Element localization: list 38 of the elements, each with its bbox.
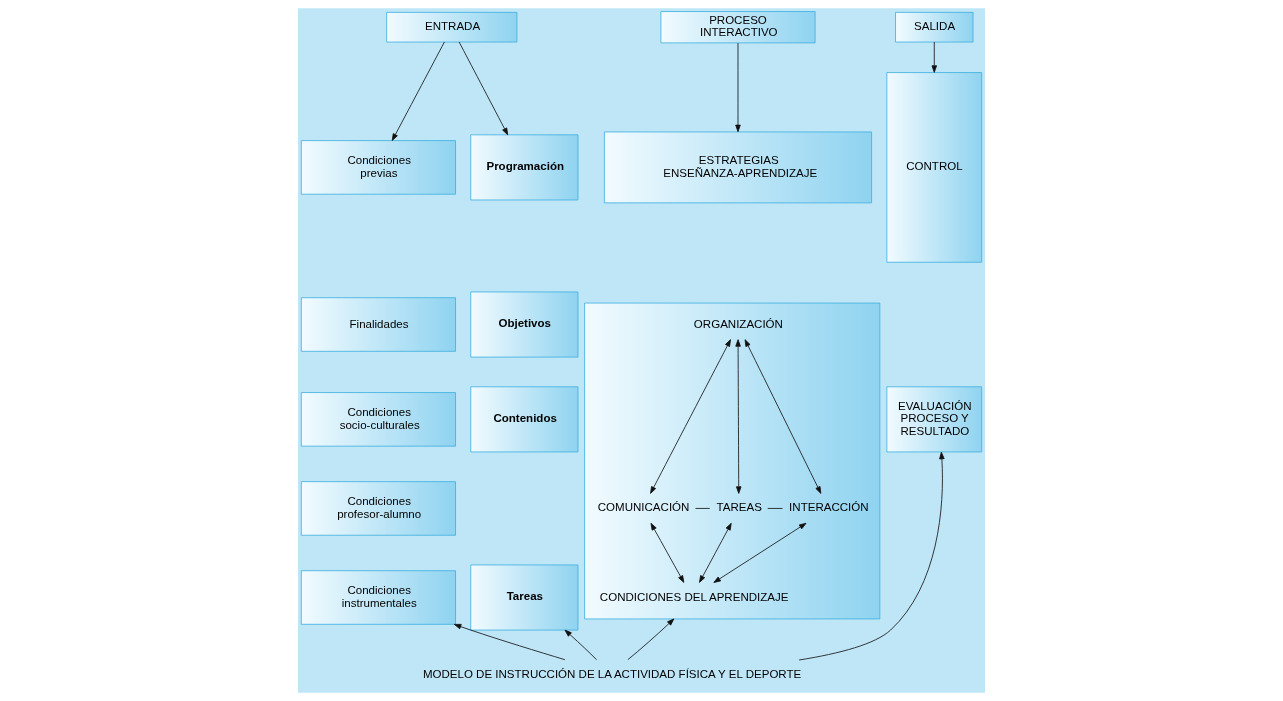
arrow: [627, 618, 675, 661]
node-box: Tareas: [470, 564, 579, 631]
arrow: [458, 41, 509, 136]
node-text: CONDICIONES DEL APRENDIZAJE: [599, 590, 789, 603]
arrow: [798, 451, 945, 661]
arrow: [735, 339, 742, 494]
node-box: ESTRATEGIAS ENSEÑANZA-APRENDIZAJE: [604, 131, 872, 204]
arrow: [699, 522, 732, 583]
node-box: Objetivos: [470, 291, 579, 358]
arrow: [650, 522, 685, 583]
arrow: [650, 339, 731, 494]
node-box: ENTRADA: [386, 11, 518, 43]
node-box: SALIDA: [895, 11, 974, 43]
arrow: [713, 522, 807, 583]
arrow: [564, 629, 597, 661]
node-box: Finalidades: [300, 297, 456, 352]
node-text: COMUNICACIÓN: [597, 501, 690, 514]
cluster: [584, 302, 881, 620]
node-box: Condiciones instrumentales: [300, 570, 456, 625]
node-box: Condiciones socio-culturales: [300, 392, 456, 447]
connector: [767, 508, 783, 509]
arrow: [391, 41, 445, 141]
arrow: [735, 42, 741, 133]
node-text: INTERACCIÓN: [789, 501, 869, 514]
node-box: CONTROL: [886, 72, 983, 263]
node-box: Condiciones profesor-alumno: [300, 481, 456, 536]
node-box: Programación: [470, 134, 579, 201]
node-box: Contenidos: [470, 386, 579, 453]
node-box: PROCESO INTERACTIVO: [660, 11, 816, 44]
node-text: ORGANIZACIÓN: [693, 317, 783, 330]
node-box: Condiciones previas: [300, 140, 456, 195]
connector: [695, 508, 711, 509]
node-text: MODELO DE INSTRUCCIÓN DE LA ACTIVIDAD FÍSICA Y EL DEPORTE: [422, 667, 802, 680]
node-text: TAREAS: [716, 501, 762, 514]
arrow: [744, 339, 822, 494]
arrow: [931, 41, 937, 73]
node-box: EVALUACIÓN PROCESO Y RESULTADO: [886, 386, 983, 453]
arrow: [453, 623, 566, 661]
